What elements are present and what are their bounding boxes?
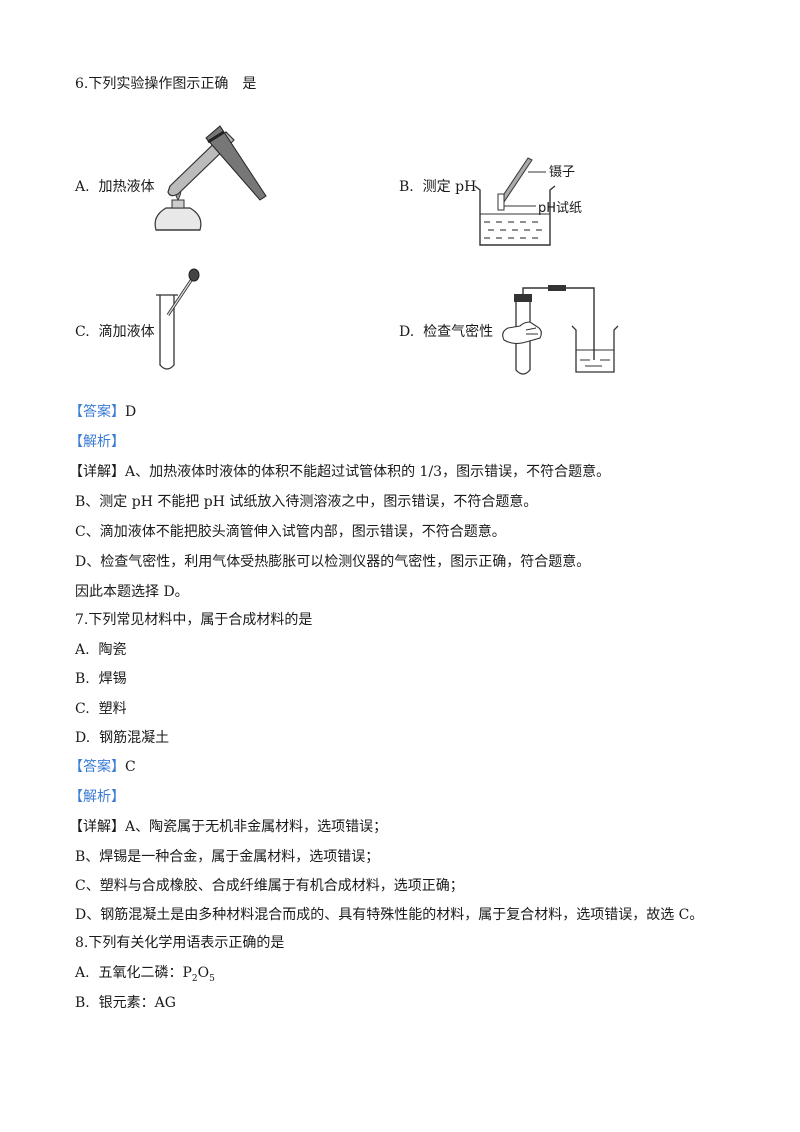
dropping-liquid-figure — [156, 268, 200, 370]
detail-tag: 【详解】 — [69, 819, 125, 835]
option-text: 钢筋混凝土 — [99, 730, 170, 746]
q7-detail-line: B、焊锡是一种合金，属于金属材料，选项错误； — [75, 849, 380, 865]
q8-stem: 8.下列有关化学用语表示正确的是 — [75, 935, 285, 951]
q7-analysis-tag: 【解析】 — [69, 789, 125, 805]
option-label: B. — [75, 995, 90, 1011]
ph-paper-label: pH试纸 — [538, 201, 583, 216]
detail-text: A、加热液体时液体的体积不能超过试管体积的 1/3，图示错误，不符合题意。 — [125, 464, 611, 480]
answer-tag: 【答案】 — [69, 404, 125, 420]
option-label: A. — [75, 642, 90, 658]
option-text: 加热液体 — [98, 179, 155, 195]
q7-detail-line: 【详解】A、陶瓷属于无机非金属材料，选项错误； — [69, 817, 387, 837]
ph-test-figure — [474, 157, 556, 246]
q6-detail-line: B、测定 pH 不能把 pH 试纸放入待测溶液之中，图示错误，不符合题意。 — [75, 494, 538, 510]
option-label: A. — [75, 965, 90, 981]
q6-option-a: A. 加热液体 — [75, 177, 154, 197]
q7-option-d: D. 钢筋混凝土 — [75, 728, 169, 748]
answer-tag: 【答案】 — [69, 759, 125, 775]
detail-tag: 【详解】 — [69, 464, 125, 480]
q7-stem: 7.下列常见材料中，属于合成材料的是 — [75, 612, 313, 628]
answer-value: D — [125, 404, 137, 420]
q6-answer: 【答案】D — [69, 402, 136, 422]
q7-answer: 【答案】C — [69, 757, 136, 777]
detail-text: A、陶瓷属于无机非金属材料，选项错误； — [125, 819, 388, 835]
q8-option-b: B. 银元素：AG — [75, 993, 176, 1013]
q6-option-c: C. 滴加液体 — [75, 322, 155, 342]
option-label: C. — [75, 324, 90, 340]
option-text: O — [197, 965, 210, 981]
option-label: D. — [75, 730, 91, 746]
heating-liquid-figure — [154, 125, 267, 231]
option-label: C. — [75, 701, 90, 717]
q7-option-c: C. 塑料 — [75, 699, 127, 719]
q6-conclusion: 因此本题选择 D。 — [75, 584, 189, 600]
option-text: 五氧化二磷：P — [98, 965, 192, 981]
option-label: B. — [399, 179, 414, 195]
option-label: D. — [399, 324, 415, 340]
answer-value: C — [125, 759, 136, 775]
subscript: 5 — [209, 973, 215, 984]
option-text: 塑料 — [98, 701, 127, 717]
airtightness-check-figure — [502, 285, 619, 375]
option-text: 焊锡 — [98, 671, 127, 687]
q6-detail-line: D、检查气密性，利用气体受热膨胀可以检测仪器的气密性，图示正确，符合题意。 — [75, 554, 591, 570]
option-text: 陶瓷 — [98, 642, 127, 658]
q8-option-a: A. 五氧化二磷：P2O5 — [75, 963, 215, 989]
q6-option-d: D. 检查气密性 — [399, 322, 493, 342]
q7-detail-line: D、钢筋混凝土是由多种材料混合而成的、具有特殊性能的材料，属于复合材料，选项错误… — [75, 907, 704, 923]
q7-option-a: A. 陶瓷 — [75, 640, 126, 660]
q7-detail-line: C、塑料与合成橡胶、合成纤维属于有机合成材料，选项正确； — [75, 878, 464, 894]
q6-detail-line: C、滴加液体不能把胶头滴管伸入试管内部，图示错误，不符合题意。 — [75, 524, 506, 540]
q6-detail-line: 【详解】A、加热液体时液体的体积不能超过试管体积的 1/3，图示错误，不符合题意… — [69, 462, 610, 482]
q7-option-b: B. 焊锡 — [75, 669, 127, 689]
q6-analysis-tag: 【解析】 — [69, 434, 125, 450]
q6-option-b: B. 测定 pH — [399, 177, 476, 197]
q6-stem: 6.下列实验操作图示正确 是 — [75, 76, 257, 92]
option-label: A. — [75, 179, 90, 195]
tweezers-label: 镊子 — [549, 165, 576, 180]
subscript: 2 — [191, 973, 198, 984]
option-text: 检查气密性 — [423, 324, 494, 340]
option-text: 滴加液体 — [98, 324, 155, 340]
option-text: 测定 pH — [422, 179, 477, 195]
option-label: B. — [75, 671, 90, 687]
option-text: 银元素：AG — [98, 995, 176, 1011]
